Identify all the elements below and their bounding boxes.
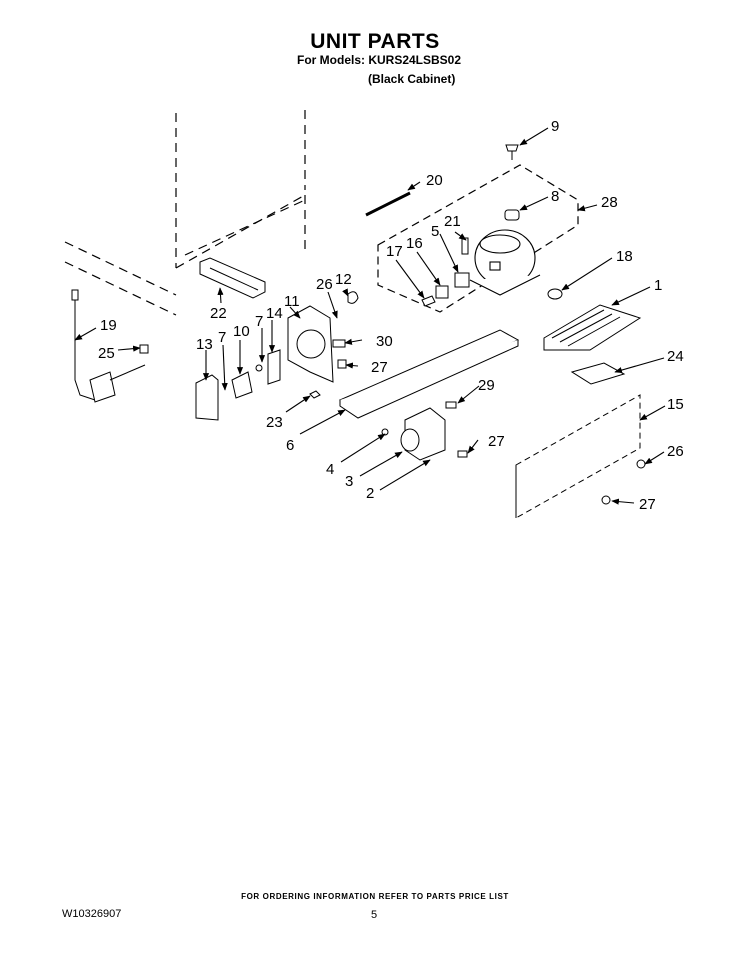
compressor xyxy=(469,229,541,296)
screw-29 xyxy=(445,401,457,409)
screw-26-panel xyxy=(636,459,646,469)
part-3-fan-motor xyxy=(400,428,420,452)
part-22-channel xyxy=(199,257,266,299)
callout-28: 28 xyxy=(601,194,618,211)
part-15-access-panel xyxy=(515,394,641,519)
part-13-bracket xyxy=(195,374,219,421)
part-9-screw xyxy=(505,144,519,160)
cabinet-outline xyxy=(64,110,306,316)
callout-11: 11 xyxy=(284,293,300,310)
page-number: 5 xyxy=(371,909,378,921)
document-id: W10326907 xyxy=(62,908,122,920)
callout-17: 17 xyxy=(386,243,403,260)
ordering-note: FOR ORDERING INFORMATION REFER TO PARTS … xyxy=(241,892,509,901)
callout-27a: 27 xyxy=(371,359,388,376)
callout-15: 15 xyxy=(667,396,684,413)
part-25-harness xyxy=(89,344,149,403)
callout-16: 16 xyxy=(406,235,423,252)
callout-20: 20 xyxy=(426,172,443,189)
callout-27c: 27 xyxy=(639,496,656,513)
callout-3: 3 xyxy=(345,473,353,490)
callout-23: 23 xyxy=(266,414,283,431)
callout-30: 30 xyxy=(376,333,393,350)
callout-26a: 26 xyxy=(316,276,333,293)
part-12-fan-blade xyxy=(347,291,359,304)
callout-9: 9 xyxy=(551,118,559,135)
part-6-base-rail xyxy=(338,329,520,419)
part-11-fan-shroud xyxy=(287,305,334,383)
callout-24: 24 xyxy=(667,348,684,365)
models-line: For Models: KURS24LSBS02 xyxy=(297,53,462,67)
callout-19: 19 xyxy=(100,317,117,334)
callout-25: 25 xyxy=(98,345,115,362)
callout-1: 1 xyxy=(654,277,662,294)
callout-6: 6 xyxy=(286,437,294,454)
part-10-timer xyxy=(231,371,253,399)
callout-26b: 26 xyxy=(667,443,684,460)
screw-27-bracket xyxy=(457,450,468,458)
screw-27-shroud xyxy=(337,359,347,369)
callout-13: 13 xyxy=(196,336,213,353)
compressor-compartment-outline xyxy=(377,164,579,313)
callout-21: 21 xyxy=(444,213,461,230)
callout-4: 4 xyxy=(326,461,334,478)
callout-12: 12 xyxy=(335,271,352,288)
page-title: UNIT PARTS xyxy=(310,30,440,53)
part-8-grommet xyxy=(504,209,520,221)
part-7-screw xyxy=(255,364,263,372)
part-16-overload xyxy=(435,285,449,299)
part-21-capacitor xyxy=(461,237,469,255)
part-5-relay xyxy=(454,272,470,288)
callout-7b: 7 xyxy=(218,329,226,346)
screw-30 xyxy=(332,339,346,348)
callout-7a: 7 xyxy=(255,313,263,330)
cabinet-line: (Black Cabinet) xyxy=(368,72,456,86)
part-18-grommet xyxy=(547,288,563,300)
callout-22: 22 xyxy=(210,305,227,322)
part-24-pad xyxy=(570,362,626,385)
callout-8: 8 xyxy=(551,188,559,205)
callout-14: 14 xyxy=(266,305,283,322)
callout-27b: 27 xyxy=(488,433,505,450)
part-17-clip xyxy=(421,295,436,307)
callout-10: 10 xyxy=(233,323,250,340)
callout-29: 29 xyxy=(478,377,495,394)
part-20-tube xyxy=(365,191,411,217)
part-14-bracket xyxy=(267,349,281,385)
callout-5: 5 xyxy=(431,223,439,240)
part-23-nut xyxy=(309,390,321,399)
callout-18: 18 xyxy=(616,248,633,265)
leader-lines xyxy=(74,127,666,505)
callout-2: 2 xyxy=(366,485,374,502)
screw-27-panel xyxy=(601,495,611,505)
callout-labels: 9 20 8 28 21 5 16 17 18 1 26 12 11 14 7 … xyxy=(98,118,684,513)
part-1-drain-pan xyxy=(543,304,642,351)
